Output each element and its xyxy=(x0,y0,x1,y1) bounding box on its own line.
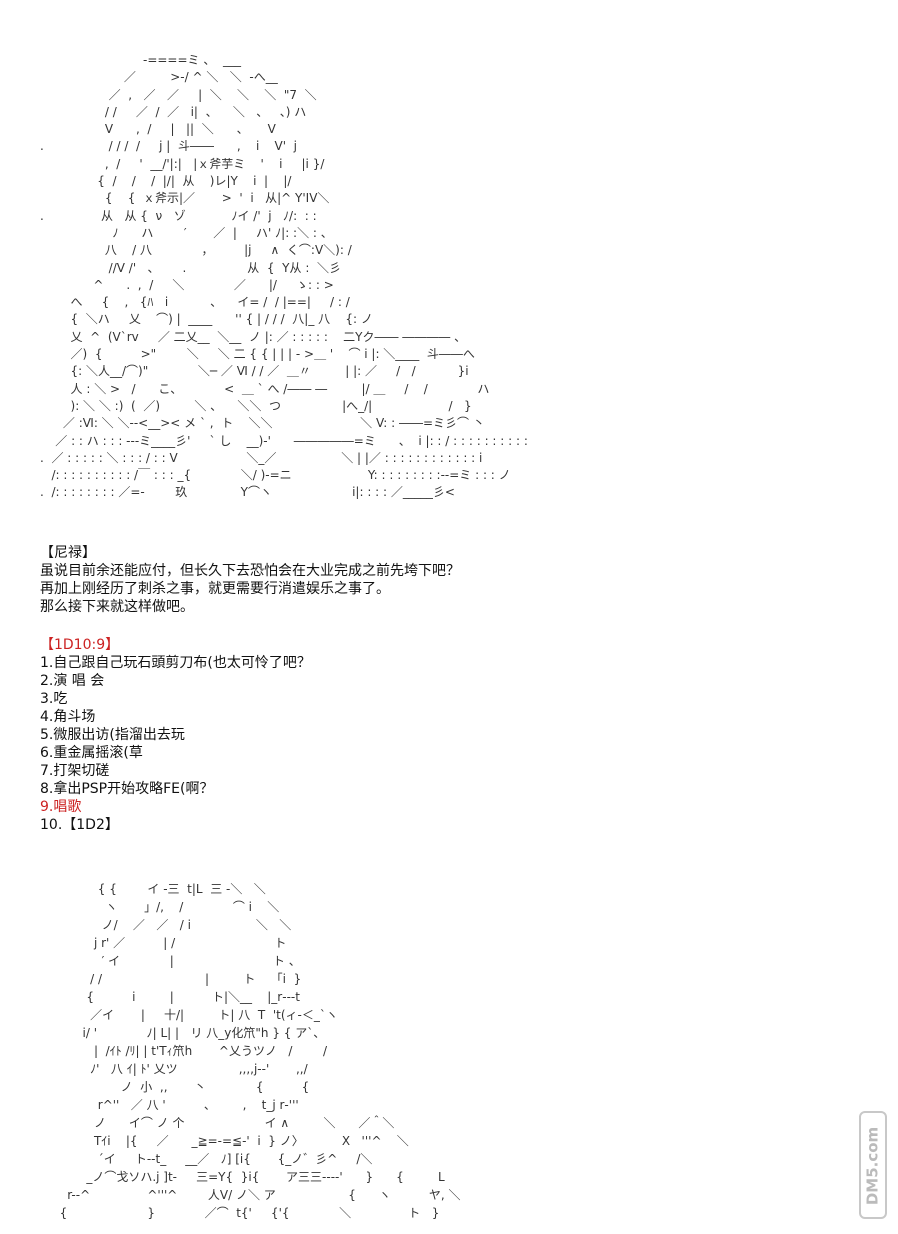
choice-item: 5.微服出访(指溜出去玩 xyxy=(40,727,185,743)
ascii-art-character: { { イ ‐三 t|L 三 -＼ ＼ ヽ 」/, / ⌒ i ＼ ノ/ ／ ／… xyxy=(59,882,461,1220)
choice-item: 3.吃 xyxy=(40,691,68,707)
choice-item: 6.重金属摇滚(草 xyxy=(40,745,143,761)
choice-item: 1.自己跟自己玩石頭剪刀布(也太可怜了吧？ xyxy=(40,655,311,671)
dm5-watermark-logo: DM5.com xyxy=(859,1111,887,1219)
narration-line: 那么接下来就这样做吧。 xyxy=(40,599,194,615)
choice-item: 2.演 唱 会 xyxy=(40,673,105,689)
svg-text:DM5.com: DM5.com xyxy=(864,1127,882,1205)
dice-roll: 【1D10:9】 xyxy=(40,637,120,653)
choice-item-selected: 9.唱歌 xyxy=(40,799,82,815)
ascii-art-nero: -====ミ 、 ___ ／ >-/ ^ ＼ ＼ -へ__ ／ , ／ ／ | … xyxy=(40,53,528,500)
choice-item: 8.拿出PSP开始攻略FE(啊？ xyxy=(40,781,214,797)
choice-item: 4.角斗场 xyxy=(40,709,96,725)
choice-item: 10.【1D2】 xyxy=(40,817,119,833)
narration-block: 【尼禄】 虽说目前余还能应付，但长久下去恐怕会在大业完成之前先垮下吧？ 再加上刚… xyxy=(40,544,460,616)
narration-line: 再加上刚经历了刺杀之事，就更需要行消遣娱乐之事了。 xyxy=(40,581,390,597)
speaker-label: 【尼禄】 xyxy=(40,545,96,561)
narration-line: 虽说目前余还能应付，但长久下去恐怕会在大业完成之前先垮下吧？ xyxy=(40,563,460,579)
choice-item: 7.打架切磋 xyxy=(40,763,110,779)
choice-list: 【1D10:9】 1.自己跟自己玩石頭剪刀布(也太可怜了吧？ 2.演 唱 会 3… xyxy=(40,636,311,834)
